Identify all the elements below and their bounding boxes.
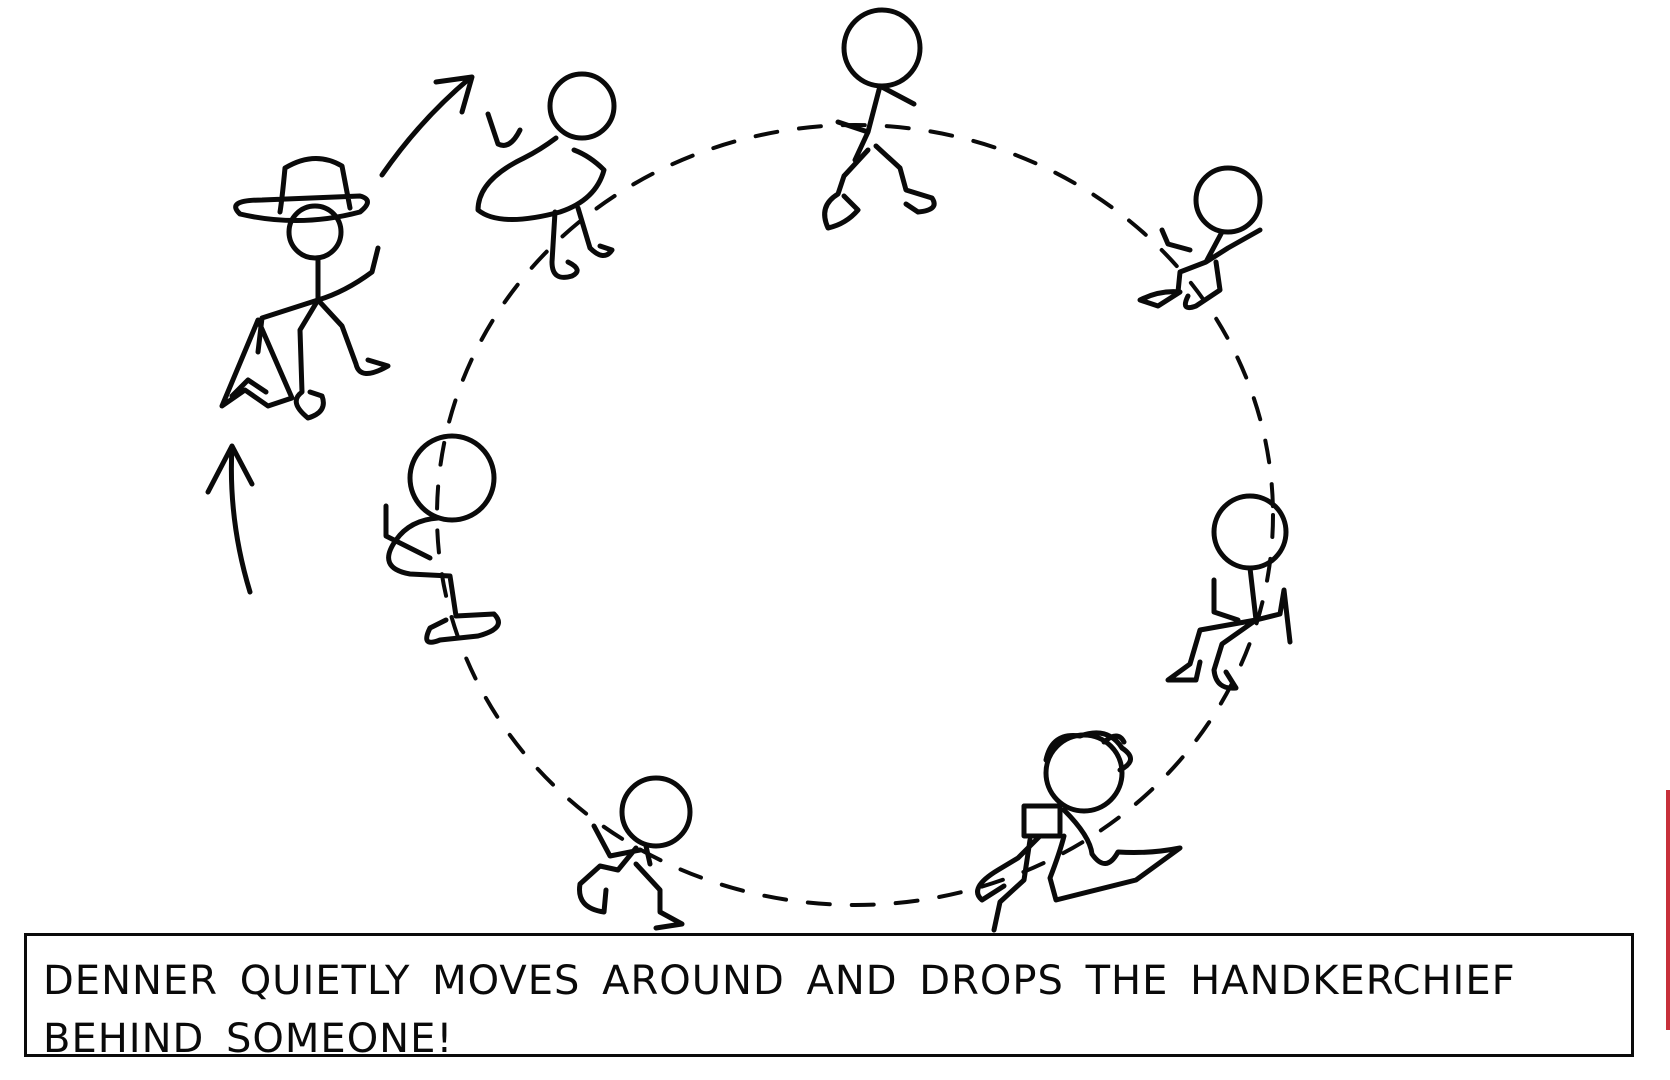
up-right-arrow-icon xyxy=(379,74,475,178)
up-arrow-icon xyxy=(205,443,255,595)
circle-of-children xyxy=(435,123,1275,907)
child-figure-1 xyxy=(475,71,617,280)
child-figure-6 xyxy=(975,730,1183,933)
child-figure-7 xyxy=(577,775,693,931)
child-figure-4 xyxy=(383,433,501,645)
child-figure-2 xyxy=(822,7,937,231)
denner-figure xyxy=(219,156,391,421)
caption-box: DENNER QUIETLY MOVES AROUND AND DROPS TH… xyxy=(24,933,1634,1062)
child-figure-5 xyxy=(1165,493,1293,691)
page-edge-mark xyxy=(1666,790,1670,1030)
caption-text: DENNER QUIETLY MOVES AROUND AND DROPS TH… xyxy=(43,958,1516,1062)
child-figure-3 xyxy=(1137,165,1263,311)
